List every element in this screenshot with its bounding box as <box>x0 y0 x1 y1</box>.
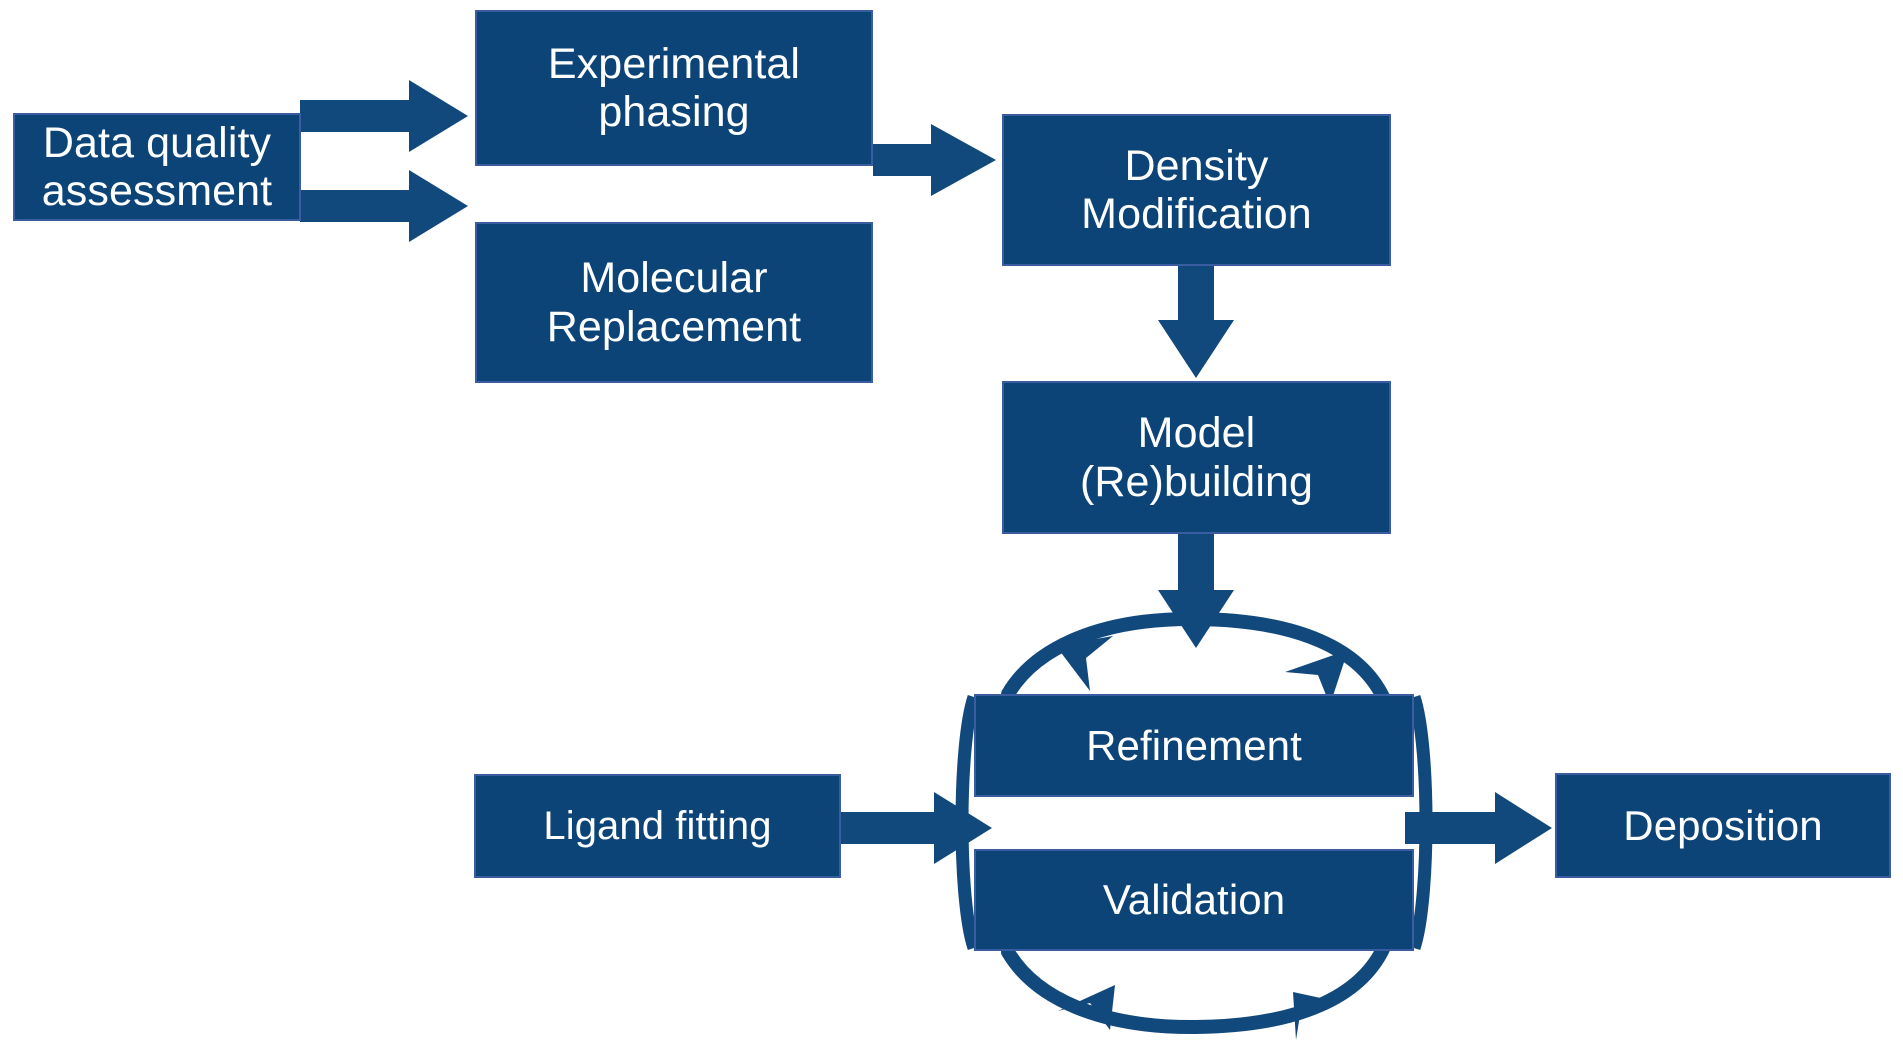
circular-arrow-upper <box>1001 611 1390 705</box>
node-validation[interactable]: Validation <box>974 849 1414 951</box>
arrow-phasing-to-density-modification <box>873 124 996 196</box>
arrow-data-quality-to-molecular-replacement <box>300 170 468 242</box>
node-label-model-rebuilding: Model (Re)building <box>1079 409 1314 506</box>
node-label-experimental-phasing: Experimental phasing <box>547 39 801 136</box>
node-molecular-replacement[interactable]: Molecular Replacement <box>475 222 873 383</box>
node-label-validation: Validation <box>1102 876 1286 924</box>
node-label-deposition: Deposition <box>1623 801 1823 849</box>
node-refinement[interactable]: Refinement <box>974 694 1414 797</box>
arrow-data-quality-to-experimental-phasing <box>300 80 468 152</box>
node-density-modification[interactable]: Density Modification <box>1002 114 1391 266</box>
node-model-rebuilding[interactable]: Model (Re)building <box>1002 381 1391 534</box>
node-label-data-quality-assessment: Data quality assessment <box>41 118 273 215</box>
node-data-quality-assessment[interactable]: Data quality assessment <box>13 113 301 221</box>
node-label-molecular-replacement: Molecular Replacement <box>546 254 802 351</box>
node-ligand-fitting[interactable]: Ligand fitting <box>474 774 841 878</box>
arrow-ligand-fitting-to-refinement <box>841 792 992 864</box>
node-deposition[interactable]: Deposition <box>1555 773 1891 878</box>
node-label-refinement: Refinement <box>1086 721 1302 769</box>
node-label-density-modification: Density Modification <box>1081 141 1312 238</box>
arrow-validation-to-deposition <box>1405 792 1552 864</box>
circular-arrow-lower <box>1001 942 1390 1040</box>
node-label-ligand-fitting: Ligand fitting <box>543 803 772 848</box>
arrow-model-rebuilding-to-refinement <box>1158 534 1234 648</box>
node-experimental-phasing[interactable]: Experimental phasing <box>475 10 873 166</box>
arrow-density-modification-to-model-rebuilding <box>1158 266 1234 378</box>
